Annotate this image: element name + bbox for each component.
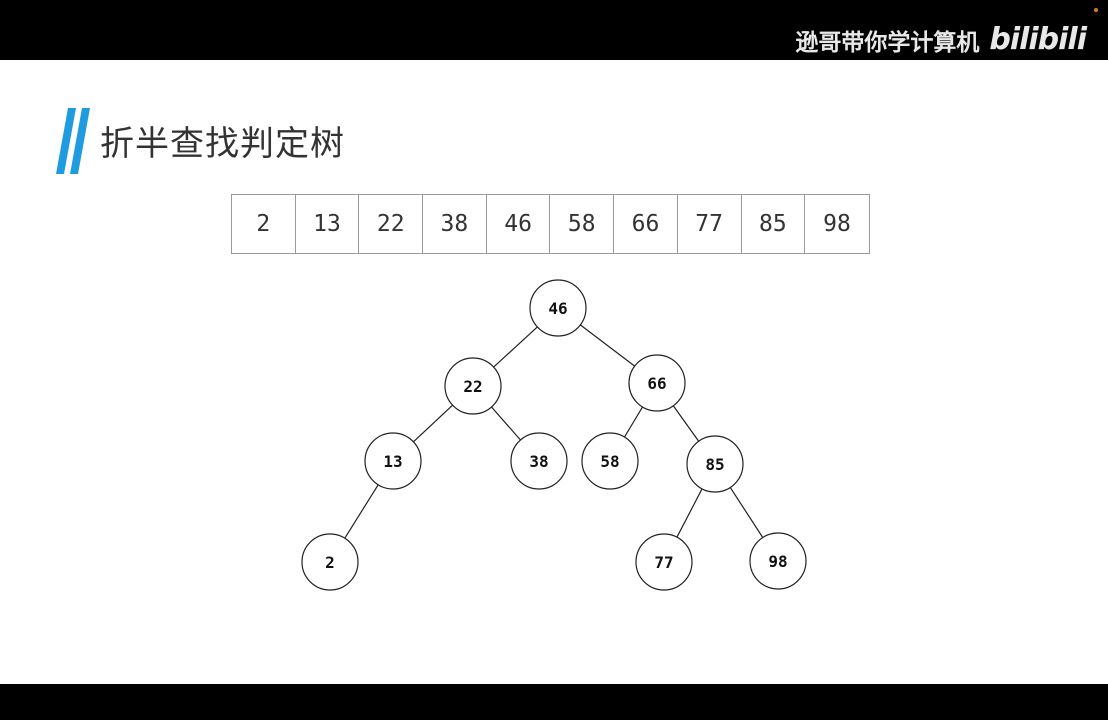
tree-node-circle [510, 432, 568, 490]
tree-node-circle [581, 432, 639, 490]
tree-edge [579, 324, 636, 367]
tree-node-label: 46 [548, 299, 567, 318]
tree-node-label: 98 [768, 552, 787, 571]
channel-watermark: 逊哥带你学计算机 bilibili [795, 22, 1087, 57]
tree-node: 98 [749, 532, 807, 590]
tree-node-label: 13 [383, 452, 402, 471]
tree-edge [623, 406, 644, 438]
tree-node: 38 [510, 432, 568, 490]
tree-node: 58 [581, 432, 639, 490]
tree-node: 85 [686, 435, 744, 493]
tree-node: 77 [635, 533, 693, 591]
tree-node-label: 22 [463, 377, 482, 396]
tree-node-circle [749, 532, 807, 590]
tree-node: 2 [301, 533, 359, 591]
tree-edge [729, 487, 764, 538]
bilibili-logo: bilibili [989, 22, 1087, 57]
title-slash-icon [56, 108, 90, 174]
recording-dot-icon [1094, 8, 1098, 12]
tree-edge [672, 405, 700, 442]
tree-node-circle [301, 533, 359, 591]
channel-name: 逊哥带你学计算机 [795, 29, 980, 56]
array-cell: 77 [678, 195, 742, 253]
array-cell: 22 [359, 195, 424, 253]
array-cell: 38 [423, 195, 487, 253]
tree-node-circle [635, 533, 693, 591]
tree-node-label: 85 [705, 455, 724, 474]
array-cell: 58 [550, 195, 615, 253]
tree-node-circle [686, 435, 744, 493]
array-cell: 98 [823, 211, 851, 237]
array-cell: 85 [742, 195, 806, 253]
decision-tree: 46 22 66 13 38 58 85 2 77 98 [301, 279, 807, 591]
array-cell: 66 [614, 195, 678, 253]
video-bottom-bar [0, 684, 1108, 720]
tree-node-label: 38 [529, 452, 548, 471]
tree-edge [413, 404, 453, 443]
array-cell: 2 [232, 195, 296, 253]
array-cell: 46 [487, 195, 551, 253]
tree-node: 66 [628, 354, 686, 412]
tree-node-circle [444, 357, 502, 415]
tree-node-circle [364, 432, 422, 490]
array-cell: 13 [296, 195, 360, 253]
tree-edge [676, 488, 703, 538]
tree-edge [491, 406, 521, 441]
tree-node-label: 77 [654, 553, 673, 572]
tree-node: 46 [529, 279, 587, 337]
tree-node: 22 [444, 357, 502, 415]
tree-node-circle [529, 279, 587, 337]
tree-edge [493, 326, 538, 368]
tree-node-circle [628, 354, 686, 412]
tree-node-label: 2 [325, 553, 335, 572]
tree-edge [344, 484, 379, 539]
tree-node-label: 66 [647, 374, 666, 393]
video-top-bar: 逊哥带你学计算机 bilibili [0, 0, 1108, 60]
tree-node-label: 58 [600, 452, 619, 471]
slide-title: 折半查找判定树 [100, 124, 345, 164]
tree-node: 13 [364, 432, 422, 490]
